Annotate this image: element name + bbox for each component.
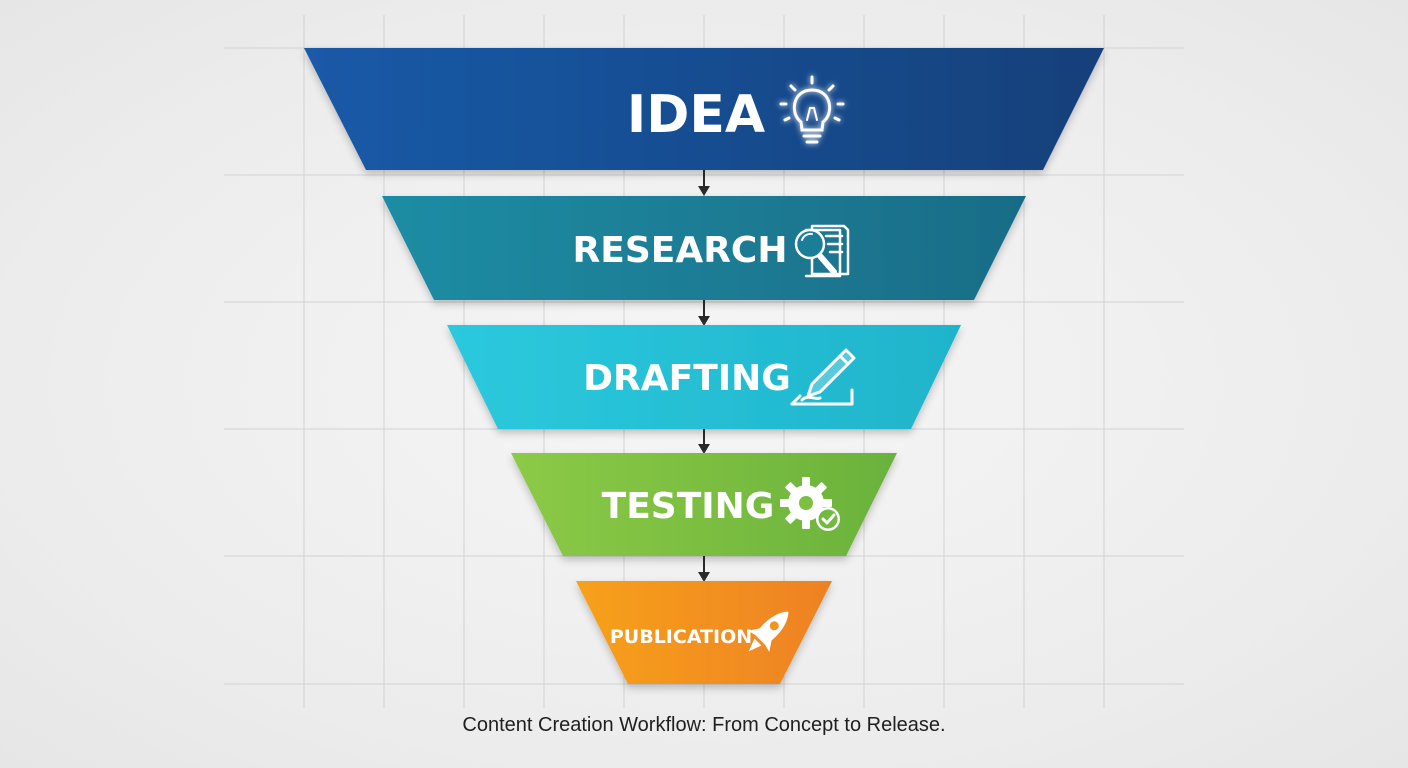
stage-label: PUBLICATION (610, 626, 752, 648)
lightbulb-icon (779, 75, 845, 144)
stage-shape (382, 196, 1026, 300)
stage-label: DRAFTING (583, 358, 791, 399)
rocket-icon (748, 611, 789, 652)
funnel-stage-publication: PUBLICATION (576, 581, 832, 684)
stage-shape (576, 581, 832, 684)
diagram-caption: Content Creation Workflow: From Concept … (462, 714, 946, 736)
arrow-idea-to-research-icon (698, 166, 710, 196)
funnel-stage-testing: TESTING (511, 453, 897, 556)
funnel-stage-drafting: DRAFTING (447, 325, 961, 429)
stage-label: IDEA (627, 85, 765, 145)
funnel-stage-research: RESEARCH (382, 196, 1026, 300)
stage-label: TESTING (602, 486, 775, 527)
stage-label: RESEARCH (573, 230, 788, 271)
stage-shape (511, 453, 897, 556)
gear-check-icon (780, 477, 840, 531)
stage-shape (304, 48, 1104, 170)
document-search-icon (794, 224, 850, 278)
funnel-stage-idea: IDEA (304, 48, 1104, 170)
pen-signature-icon (790, 348, 856, 406)
